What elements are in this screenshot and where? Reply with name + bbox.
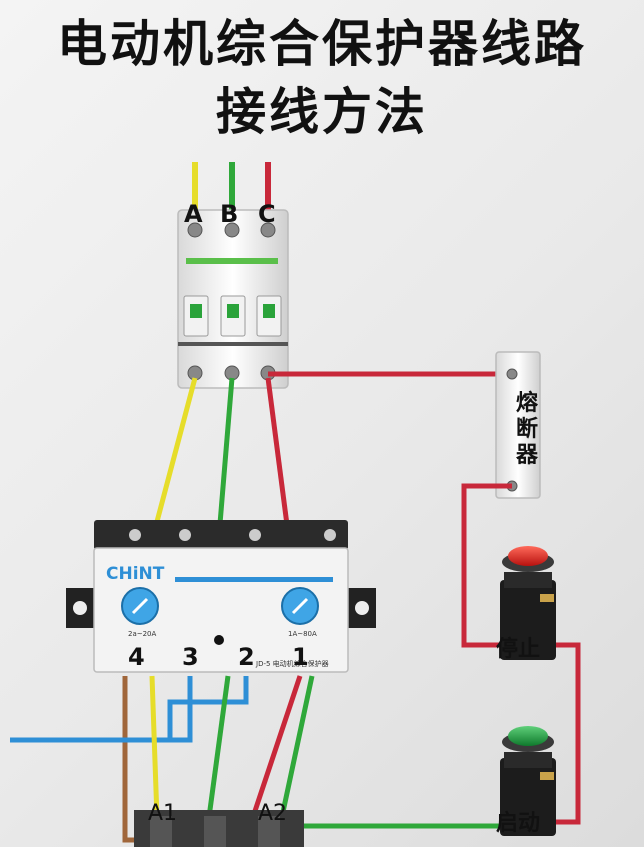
fuse-label-1: 熔 [516, 390, 539, 416]
start-button[interactable] [500, 726, 556, 836]
terminal-2-label: 2 [238, 643, 255, 671]
stop-button[interactable] [500, 546, 556, 660]
protector-blue-stripe [175, 577, 333, 582]
breaker-handle-b[interactable] [227, 304, 239, 318]
phase-b-label: B [220, 200, 238, 228]
fuse [495, 351, 541, 499]
model-label: JD-5 电动机综合保护器 [255, 659, 329, 668]
breaker-output-wires [147, 371, 500, 549]
circuit-breaker [177, 209, 289, 389]
terminal-4-label: 4 [128, 643, 145, 671]
title-line-2: 接线方法 [216, 83, 428, 141]
supply-wires [192, 162, 271, 212]
motor-protector [66, 520, 376, 673]
terminal-3-label: 3 [182, 643, 199, 671]
a1-label: A1 [148, 801, 177, 826]
right-range-label: 1A~80A [288, 630, 317, 638]
contactor [134, 810, 304, 847]
phase-c-label: C [258, 200, 276, 228]
status-led [214, 635, 224, 645]
start-button-label: 启动 [496, 810, 540, 836]
fuse-label-2: 断 [516, 416, 538, 442]
phase-a-label: A [184, 200, 203, 228]
brand-logo: CHiNT [106, 564, 165, 584]
title-line-1: 电动机综合保护器线路 [57, 15, 587, 73]
breaker-brand-stripe [186, 258, 278, 264]
left-range-label: 2a~20A [128, 630, 157, 638]
a2-label: A2 [258, 801, 287, 826]
fuse-label-3: 器 [515, 443, 539, 468]
terminal-1-label: 1 [292, 643, 309, 671]
control-wires [461, 483, 581, 825]
stop-button-label: 停止 [496, 636, 540, 662]
breaker-handle-c[interactable] [263, 304, 275, 318]
breaker-handle-a[interactable] [190, 304, 202, 318]
